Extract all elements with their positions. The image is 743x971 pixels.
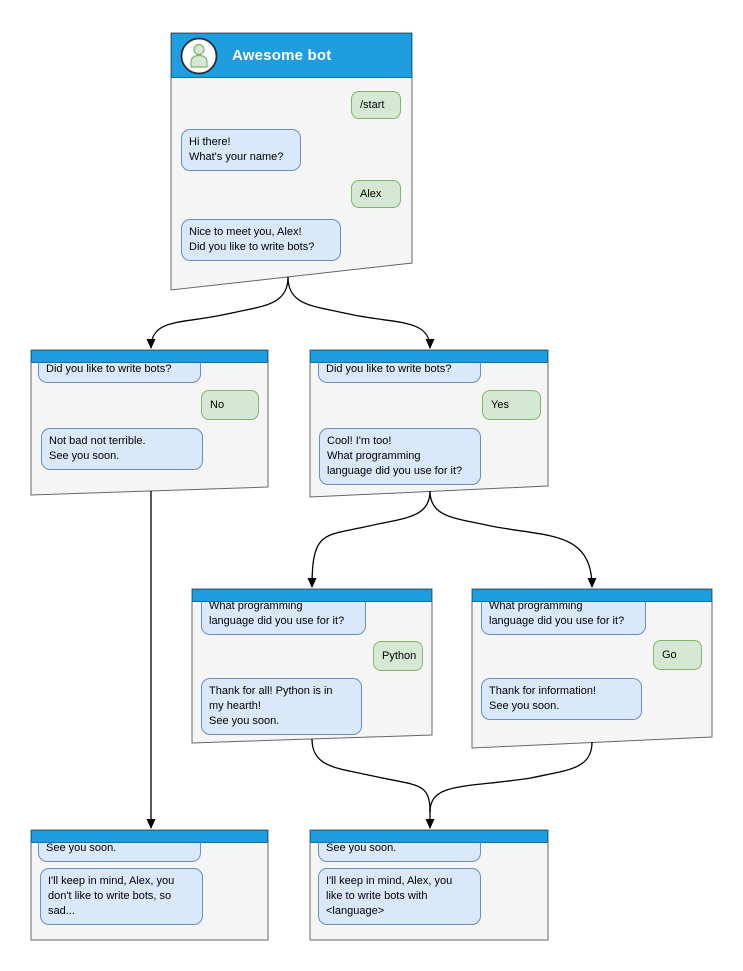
message-bubble-start: /start [351,91,401,119]
window-end-no-header [31,830,268,843]
person-icon [190,43,208,68]
message-bubble-go-reply: Thank for information! See you soon. [481,678,642,720]
window-yes-branch-header [310,350,548,363]
message-bubble-end-yes-reply: I'll keep in mind, Alex, you like to wri… [318,868,481,925]
avatar [180,37,218,74]
message-bubble-name: Alex [351,180,401,208]
message-bubble-yes-reply: Cool! I'm too! What programming language… [319,428,481,485]
message-bubble-nice-to-meet: Nice to meet you, Alex! Did you like to … [181,219,341,261]
message-bubble-python-answer: Python [373,641,423,671]
window-python-branch-header [192,589,432,602]
message-bubble-no-answer: No [201,390,259,420]
window-end-yes-header [310,830,548,843]
window-root-title: Awesome bot [232,47,332,64]
window-no-branch-header [31,350,268,363]
window-go-branch-header [472,589,712,602]
connector-go-to-end-yes [429,741,593,813]
message-bubble-end-no-reply: I'll keep in mind, Alex, you don't like … [40,868,203,925]
connector-yes-to-go [429,490,597,588]
message-bubble-yes-answer: Yes [482,390,541,420]
message-bubble-go-answer: Go [653,640,702,670]
message-bubble-no-reply: Not bad not terrible. See you soon. [41,428,203,470]
window-root-header: Awesome bot [171,33,412,78]
connector-yes-to-python [307,490,431,588]
message-bubble-python-reply: Thank for all! Python is in my hearth! S… [201,678,362,735]
connector-root-to-yes-branch [287,276,435,349]
message-bubble-greeting: Hi there! What's your name? [181,129,301,171]
connector-python-to-end-yes [311,738,431,813]
connector-root-to-no-branch [146,276,289,349]
